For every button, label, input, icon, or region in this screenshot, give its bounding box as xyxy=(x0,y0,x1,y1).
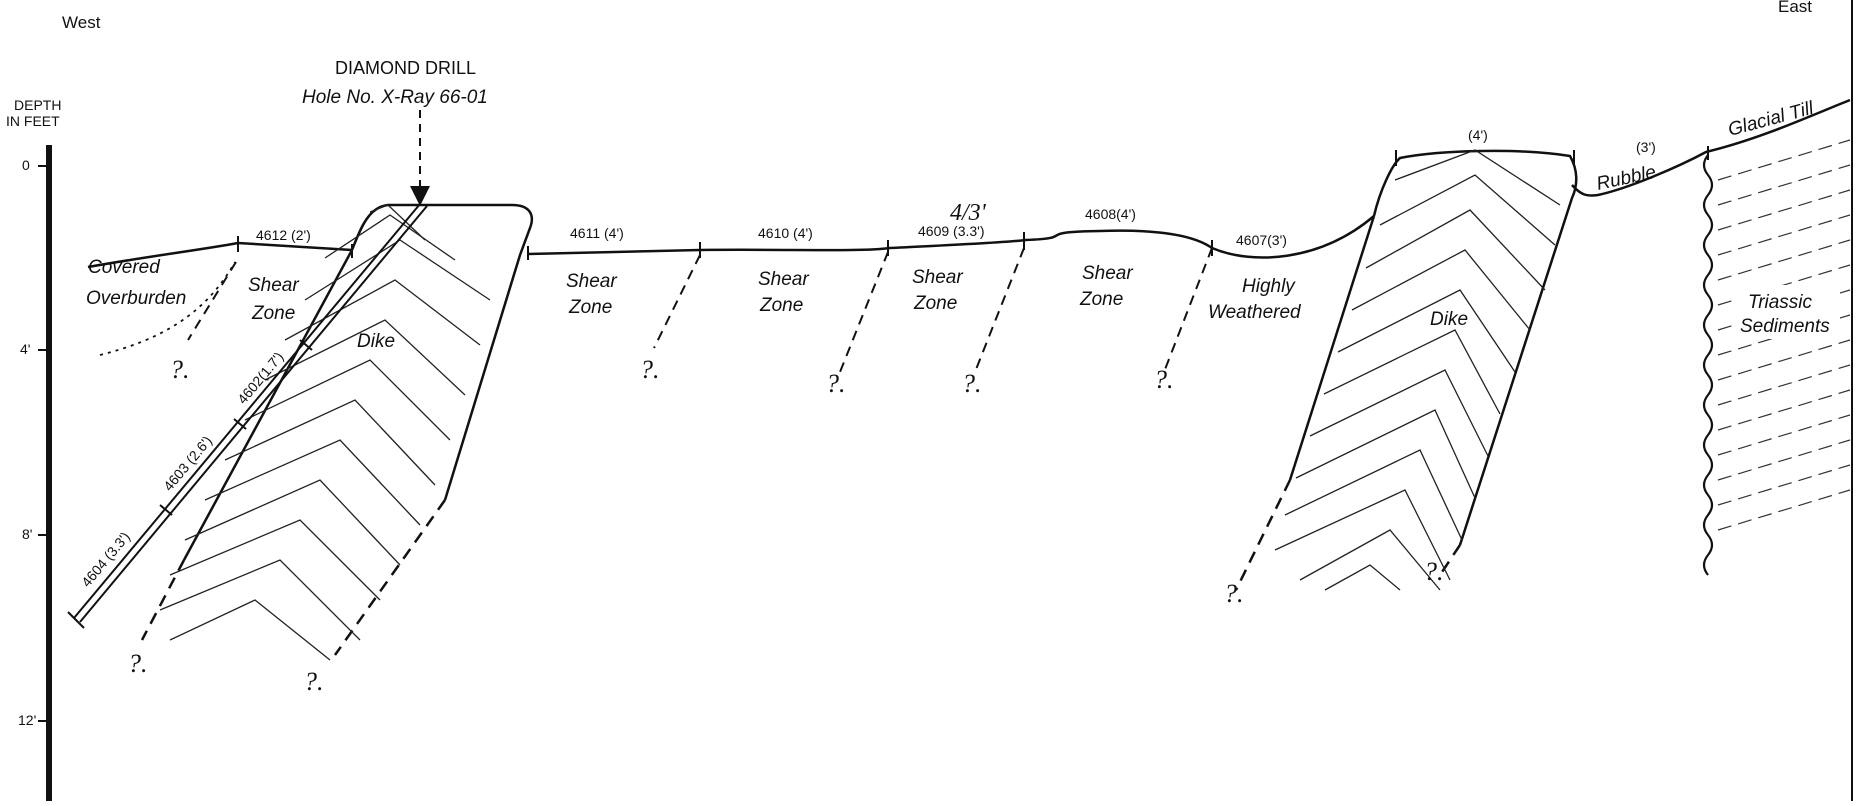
west-label: West xyxy=(62,13,101,32)
uncertain-mark: ?. xyxy=(170,355,190,384)
shear-zone-3-line1: Shear xyxy=(758,269,809,290)
sample-4607: 4607(3') xyxy=(1236,232,1287,248)
highly-label: Highly xyxy=(1242,276,1296,297)
west-dike-contact-east-dashed xyxy=(333,499,447,656)
uncertain-mark: ?. xyxy=(304,667,324,696)
west-dike-outline xyxy=(350,203,534,501)
depth-axis-title: DEPTH xyxy=(14,97,61,113)
uncertain-mark: ?. xyxy=(962,369,982,398)
drill-core-trace xyxy=(67,203,428,629)
ground-surface xyxy=(87,98,1851,269)
core-end xyxy=(67,611,85,629)
east-dike-contact-west-dashed xyxy=(1234,479,1292,591)
triassic-sediments: Triassic Sediments xyxy=(1702,139,1851,576)
uncertain-mark: ?. xyxy=(640,355,660,384)
east-dike-contact-east-dashed xyxy=(1438,544,1462,576)
shear-zone-4-fault xyxy=(974,247,1025,373)
depth-tick-8: 8' xyxy=(22,526,32,542)
east-dike-label: Dike xyxy=(1430,309,1468,330)
shear-zones: Shear Zone Shear Zone Shear Zone Shear Z… xyxy=(187,247,1213,373)
depth-axis: DEPTH IN FEET 0 4' 8' 12' xyxy=(6,97,61,801)
east-dike: Dike xyxy=(1234,149,1578,591)
shear-zone-1-fault xyxy=(187,261,237,341)
east-dike-contact-west xyxy=(1288,215,1376,481)
shear-zone-4-line1: Shear xyxy=(912,267,963,288)
sample-rubble: (3') xyxy=(1636,139,1656,155)
shear-zone-3-line2: Zone xyxy=(759,295,803,316)
depth-tick-12: 12' xyxy=(18,712,36,728)
shear-zone-2-fault xyxy=(653,254,701,349)
shear-zone-1-line1: Shear xyxy=(248,275,299,296)
west-dike-contact-west-dashed xyxy=(140,559,186,641)
glacial-till-label: Glacial Till xyxy=(1726,98,1817,141)
drill-title: DIAMOND DRILL xyxy=(335,58,476,78)
weathered-label: Weathered xyxy=(1208,302,1302,323)
sample-4610: 4610 (4') xyxy=(758,225,813,241)
depth-axis-title-2: IN FEET xyxy=(6,113,60,129)
sample-4609-handwritten: 4/3' xyxy=(950,200,987,226)
shear-zone-4-line2: Zone xyxy=(913,293,957,314)
sediments-label: Sediments xyxy=(1740,316,1830,337)
sample-dike-top: (4') xyxy=(1468,127,1488,143)
west-dike-chevron-pattern xyxy=(159,204,491,661)
east-dike-chevron-pattern xyxy=(1274,149,1561,591)
core-sample-break-1 xyxy=(299,339,313,351)
drill-hole-label: Hole No. X-Ray 66-01 xyxy=(302,87,488,108)
core-sample-4603: 4603 (2.6') xyxy=(160,433,215,494)
sample-4609: 4609 (3.3') xyxy=(918,223,985,239)
uncertain-marks: ?. ?. ?. ?. ?. ?. ?. ?. ?. xyxy=(128,355,1444,696)
west-dike-contact-west xyxy=(182,249,354,561)
east-dike-outline xyxy=(1372,149,1578,546)
triassic-dash-pattern xyxy=(1717,139,1851,531)
core-sample-4602: 4602(1.7') xyxy=(234,349,287,407)
shear-zone-1-line2: Zone xyxy=(251,303,295,324)
sample-4611: 4611 (4') xyxy=(570,225,624,241)
shear-zone-5-line2: Zone xyxy=(1079,289,1123,310)
uncertain-mark: ?. xyxy=(1424,557,1444,586)
depth-tick-4: 4' xyxy=(20,341,30,357)
rubble-label: Rubble xyxy=(1595,162,1658,195)
core-sample-break-2 xyxy=(233,418,247,430)
west-dike: Dike xyxy=(140,203,534,661)
uncertain-mark: ?. xyxy=(1224,579,1244,608)
triassic-label-bg xyxy=(1736,285,1840,339)
shear-zone-2-line1: Shear xyxy=(566,271,617,292)
shear-zone-5-fault xyxy=(1163,247,1213,373)
triassic-label: Triassic xyxy=(1748,292,1813,313)
shear-zone-2-line2: Zone xyxy=(568,297,612,318)
overburden-label: Overburden xyxy=(86,288,186,309)
depth-tick-0: 0 xyxy=(22,157,30,173)
covered-label: Covered xyxy=(88,257,161,278)
east-label: East xyxy=(1778,0,1812,16)
uncertain-mark: ?. xyxy=(128,649,148,678)
sample-4608: 4608(4') xyxy=(1085,206,1136,222)
shear-zone-3-fault xyxy=(839,251,889,373)
uncertain-mark: ?. xyxy=(1154,365,1174,394)
depth-axis-bar xyxy=(46,145,52,801)
uncertain-mark: ?. xyxy=(826,369,846,398)
triassic-contact-wavy xyxy=(1702,154,1714,576)
shear-zone-5-line1: Shear xyxy=(1082,263,1133,284)
core-sample-break-3 xyxy=(159,504,173,516)
sample-4612: 4612 (2') xyxy=(256,227,311,243)
west-dike-label: Dike xyxy=(357,331,395,352)
